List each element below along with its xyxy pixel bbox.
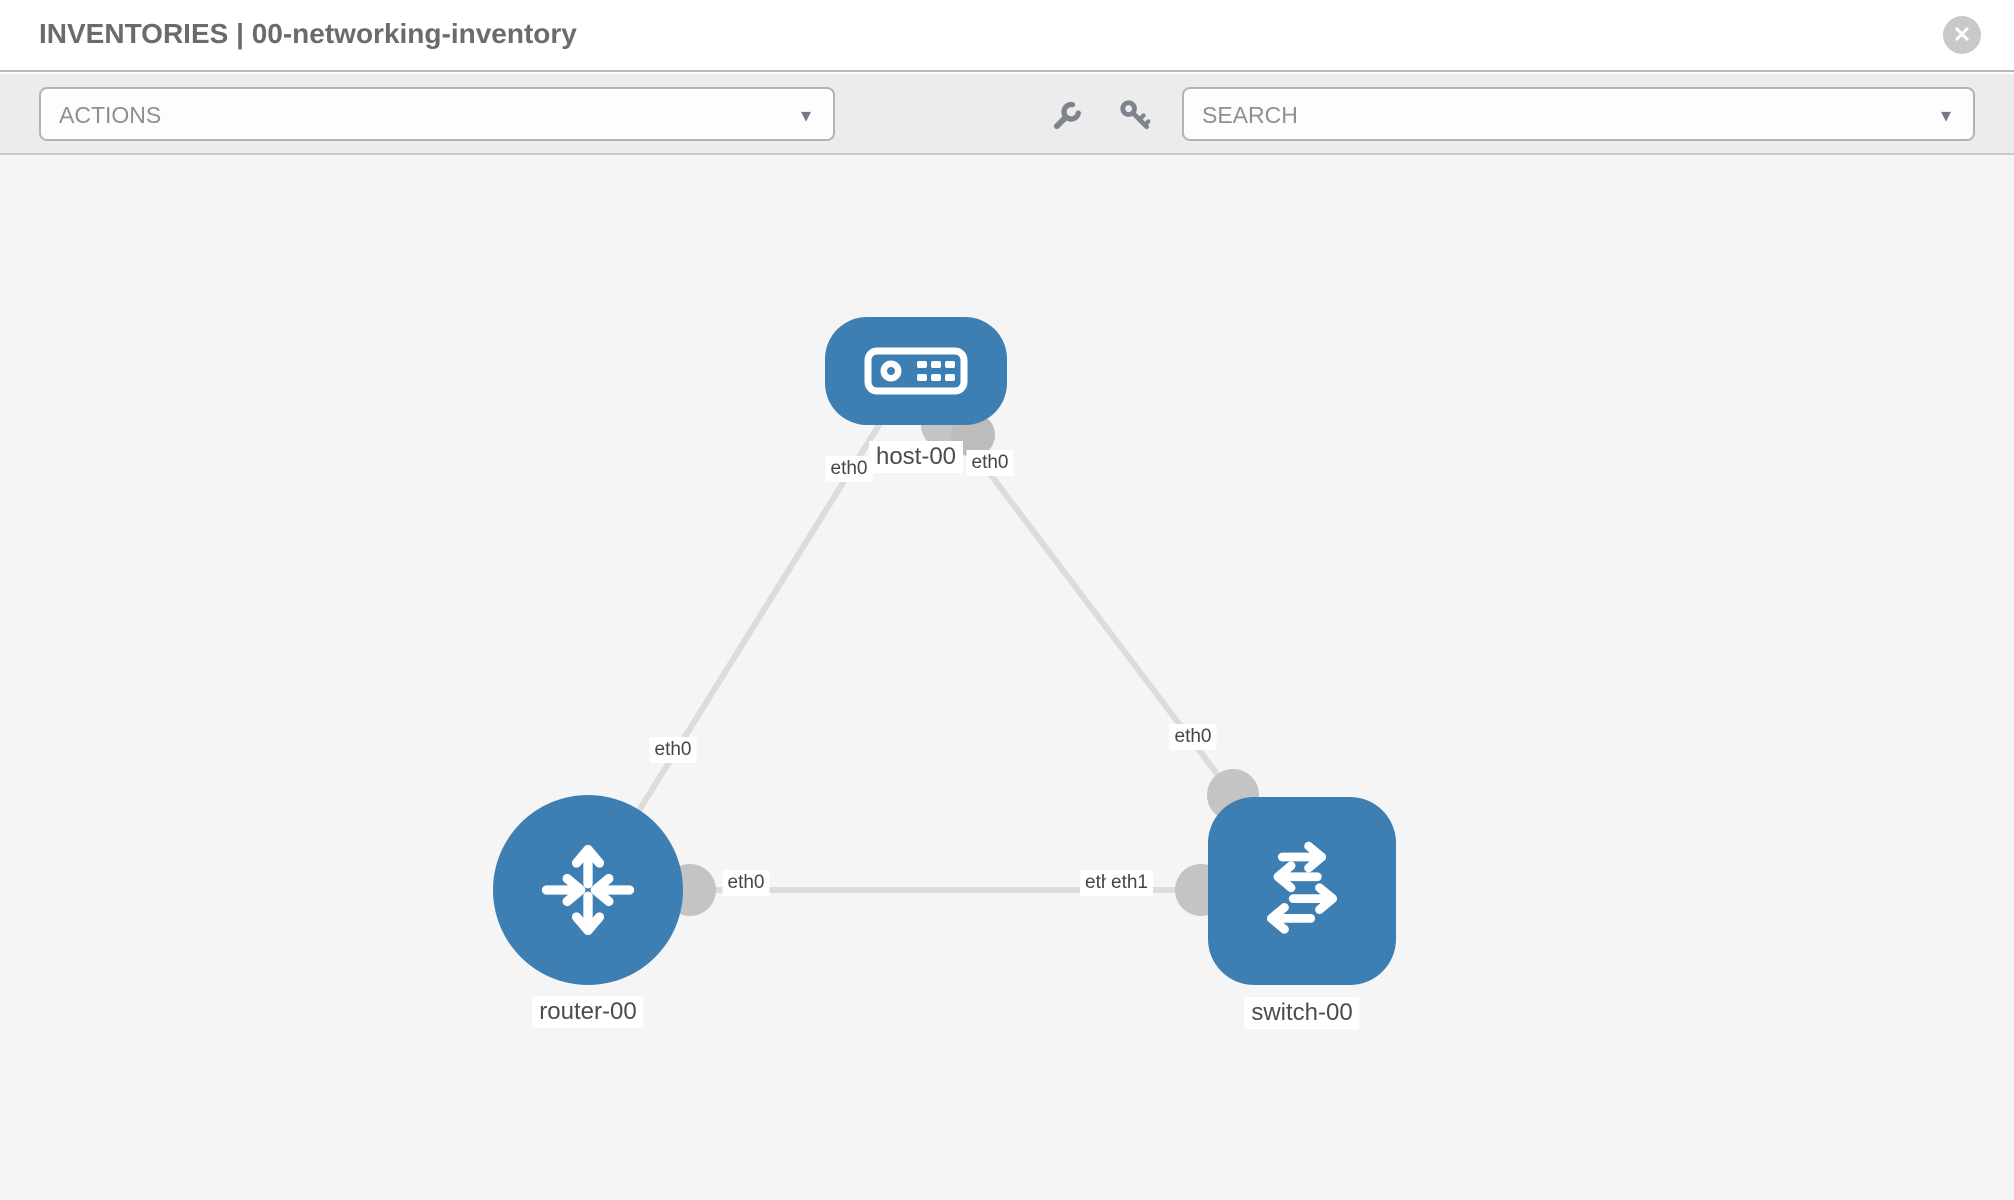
node-host-00[interactable] [825,317,1007,425]
chevron-down-icon: ▾ [1940,105,1951,127]
actions-dropdown[interactable]: ACTIONS ▾ [39,87,835,141]
node-label-host: host-00 [868,441,964,473]
node-switch-00[interactable] [1208,797,1396,985]
header: INVENTORIES | 00-networking-inventory ✕ [0,0,2014,72]
router-icon [541,844,635,936]
interface-label: eth1 [1106,870,1153,896]
interface-label: eth0 [1169,724,1217,750]
actions-dropdown-label: ACTIONS [59,102,162,128]
close-icon: ✕ [1952,22,1972,47]
interface-label: eth0 [722,870,770,896]
toolbar: ACTIONS ▾ SEARCH ▾ [0,74,2014,155]
search-dropdown-label: SEARCH [1202,102,1298,128]
key-icon[interactable] [1118,98,1152,132]
chevron-down-icon: ▾ [800,105,811,127]
topology-canvas[interactable]: host-00 router-00 switch-00 eth0 eth0 et… [0,155,2014,1200]
close-button[interactable]: ✕ [1943,16,1981,54]
interface-label: eth0 [825,456,873,482]
node-router-00[interactable] [493,795,683,985]
host-icon [864,347,968,395]
interface-label: eth0 [966,450,1014,476]
search-dropdown[interactable]: SEARCH ▾ [1182,87,1975,141]
link-host-router[interactable] [617,415,887,843]
links-layer [617,401,1259,916]
page-title: INVENTORIES | 00-networking-inventory [39,18,577,49]
node-label-switch: switch-00 [1244,997,1360,1029]
switch-icon [1266,841,1338,934]
node-label-router: router-00 [532,996,644,1028]
interface-label: eth0 [649,737,697,763]
wrench-icon[interactable] [1051,98,1085,132]
